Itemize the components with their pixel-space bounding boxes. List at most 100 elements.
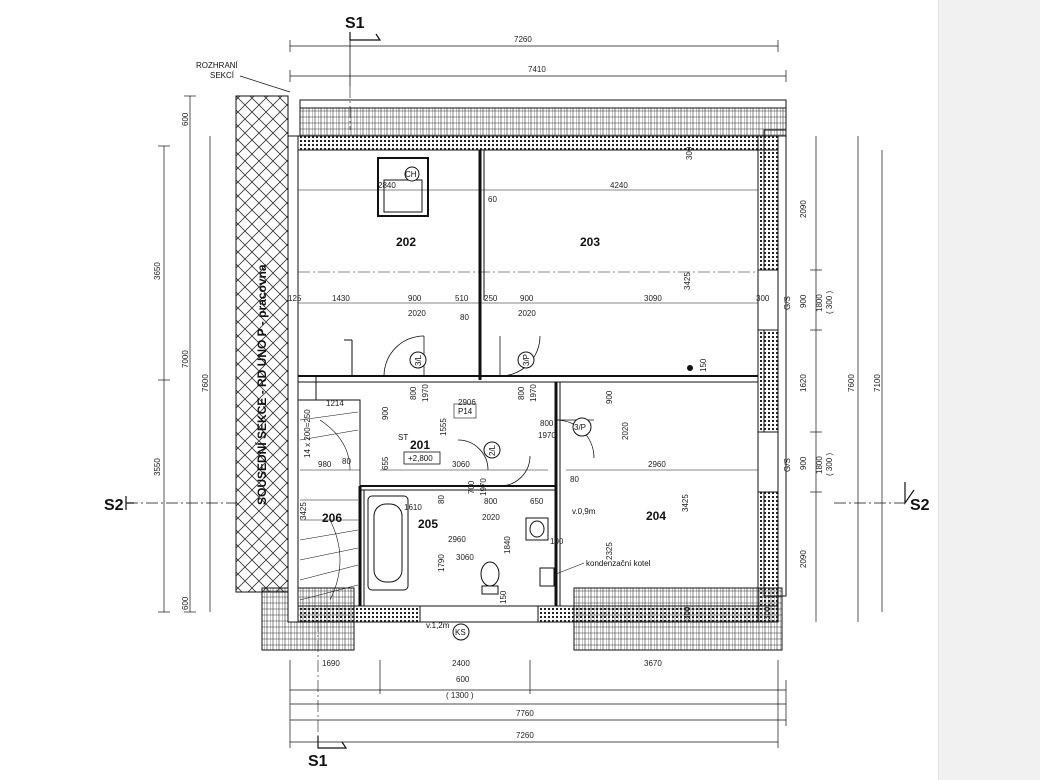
dim-bottom-7260: 7260: [516, 731, 534, 740]
dim-80b: 80: [342, 457, 351, 466]
outer-wall-right: [757, 135, 779, 623]
dim-1610: 1610: [404, 503, 422, 512]
door-label-3: 3/P: [574, 423, 586, 432]
dim-900a: 900: [408, 294, 422, 303]
dim-right-300a: ( 300 ): [825, 291, 834, 314]
dim-left-600b: 600: [181, 596, 190, 610]
dim-100: 100: [550, 537, 564, 546]
section-s1-top: S1: [345, 15, 365, 32]
dim-bottom-1300: ( 1300 ): [446, 691, 474, 700]
dim-top-inner: 7410: [528, 65, 546, 74]
room-204: 204: [646, 509, 666, 523]
section-boundary-label-1: ROZHRANÍ: [196, 61, 239, 70]
dim-900d: 900: [605, 390, 614, 404]
dim-655: 655: [381, 456, 390, 470]
gs-mark-2: G/S: [783, 458, 792, 472]
dim-700: 700: [467, 480, 476, 494]
dim-right-300b: ( 300 ): [825, 453, 834, 476]
window-right-2: [757, 431, 779, 493]
gs-mark-1: G/S: [783, 296, 792, 310]
dim-800a: 800: [409, 386, 418, 400]
dim-2840: 2840: [378, 181, 396, 190]
dim-bottom-600: 600: [456, 675, 470, 684]
dim-4240: 4240: [610, 181, 628, 190]
chimney: [377, 157, 429, 217]
dim-right-1620: 1620: [799, 374, 808, 392]
ks-label: KS: [455, 628, 466, 637]
dim-3425a: 3425: [683, 272, 692, 290]
door-label-2: 3/P: [522, 354, 531, 366]
roof-eave-top: [299, 107, 787, 137]
p14-label: P14: [458, 407, 473, 416]
dim-right-1800a: 1800: [815, 294, 824, 312]
dim-3060a: 3060: [452, 460, 470, 469]
dim-1970d: 1970: [479, 478, 488, 496]
dim-left-7000: 7000: [181, 350, 190, 368]
dim-80a: 80: [460, 313, 469, 322]
dim-bottom-7760: 7760: [516, 709, 534, 718]
dim-right-1800b: 1800: [815, 456, 824, 474]
dim-3060b: 3060: [456, 553, 474, 562]
toilet: [480, 561, 500, 587]
dim-150b: 150: [499, 590, 508, 604]
dim-right-7600: 7600: [847, 374, 856, 392]
dim-bottom-2400: 2400: [452, 659, 470, 668]
section-s1-bottom: S1: [308, 753, 328, 770]
room-205: 205: [418, 517, 438, 531]
dim-900b: 900: [520, 294, 534, 303]
dim-right-900a: 900: [799, 294, 808, 308]
dim-2960b: 2960: [448, 535, 466, 544]
dim-left-7600: 7600: [201, 374, 210, 392]
dim-left-3650: 3650: [153, 262, 162, 280]
door-label-4: 2/L: [488, 444, 497, 456]
dim-1970b: 1970: [529, 384, 538, 402]
dim-80d: 80: [437, 495, 446, 504]
dim-1214: 1214: [326, 399, 344, 408]
staircase: [297, 399, 361, 607]
dim-2020b: 2020: [518, 309, 536, 318]
boiler-label: kondenzační kotel: [586, 559, 651, 568]
dim-80c: 80: [570, 475, 579, 484]
door-label-1: 3/L: [414, 354, 423, 366]
dim-800c: 800: [540, 419, 554, 428]
dim-2020c: 2020: [621, 422, 630, 440]
dim-980: 980: [318, 460, 332, 469]
neighbor-section-label: SOUSEDNÍ SEKCE - RD UNO P - pracovna: [254, 264, 269, 505]
dim-300d: 300: [763, 606, 772, 620]
dim-2325: 2325: [605, 542, 614, 560]
landing-st: ST: [398, 433, 408, 442]
dim-800d: 800: [484, 497, 498, 506]
room-201: 201: [410, 438, 430, 452]
dim-650: 650: [530, 497, 544, 506]
dim-left-600a: 600: [181, 112, 190, 126]
room-202: 202: [396, 235, 416, 249]
dim-510: 510: [455, 294, 469, 303]
dim-2960a: 2960: [648, 460, 666, 469]
dim-250: 250: [484, 294, 498, 303]
dim-right-2090a: 2090: [799, 200, 808, 218]
window-height-2: v.0,9m: [572, 507, 596, 516]
dim-bottom-3670: 3670: [644, 659, 662, 668]
dim-300: 300: [756, 294, 770, 303]
page-edge: [938, 0, 1040, 780]
dim-bottom-1690: 1690: [322, 659, 340, 668]
window-bottom: [419, 605, 539, 623]
dim-800b: 800: [517, 386, 526, 400]
boiler: [539, 567, 555, 587]
outer-wall-left: [287, 135, 299, 623]
chimney-label: CH: [405, 170, 417, 179]
room-206: 206: [322, 511, 342, 525]
dim-300c: 300: [683, 606, 692, 620]
dim-right-2090b: 2090: [799, 550, 808, 568]
dim-top-outer: 7260: [514, 35, 532, 44]
dim-3425c: 3425: [681, 494, 690, 512]
dim-3425b: 3425: [299, 502, 308, 520]
dim-1840: 1840: [503, 536, 512, 554]
section-boundary-label-2: SEKCÍ: [210, 71, 235, 80]
dim-150: 150: [699, 358, 708, 372]
dim-1430: 1430: [332, 294, 350, 303]
window-right-1: [757, 269, 779, 331]
dim-1790: 1790: [437, 554, 446, 572]
dim-1970a: 1970: [421, 384, 430, 402]
